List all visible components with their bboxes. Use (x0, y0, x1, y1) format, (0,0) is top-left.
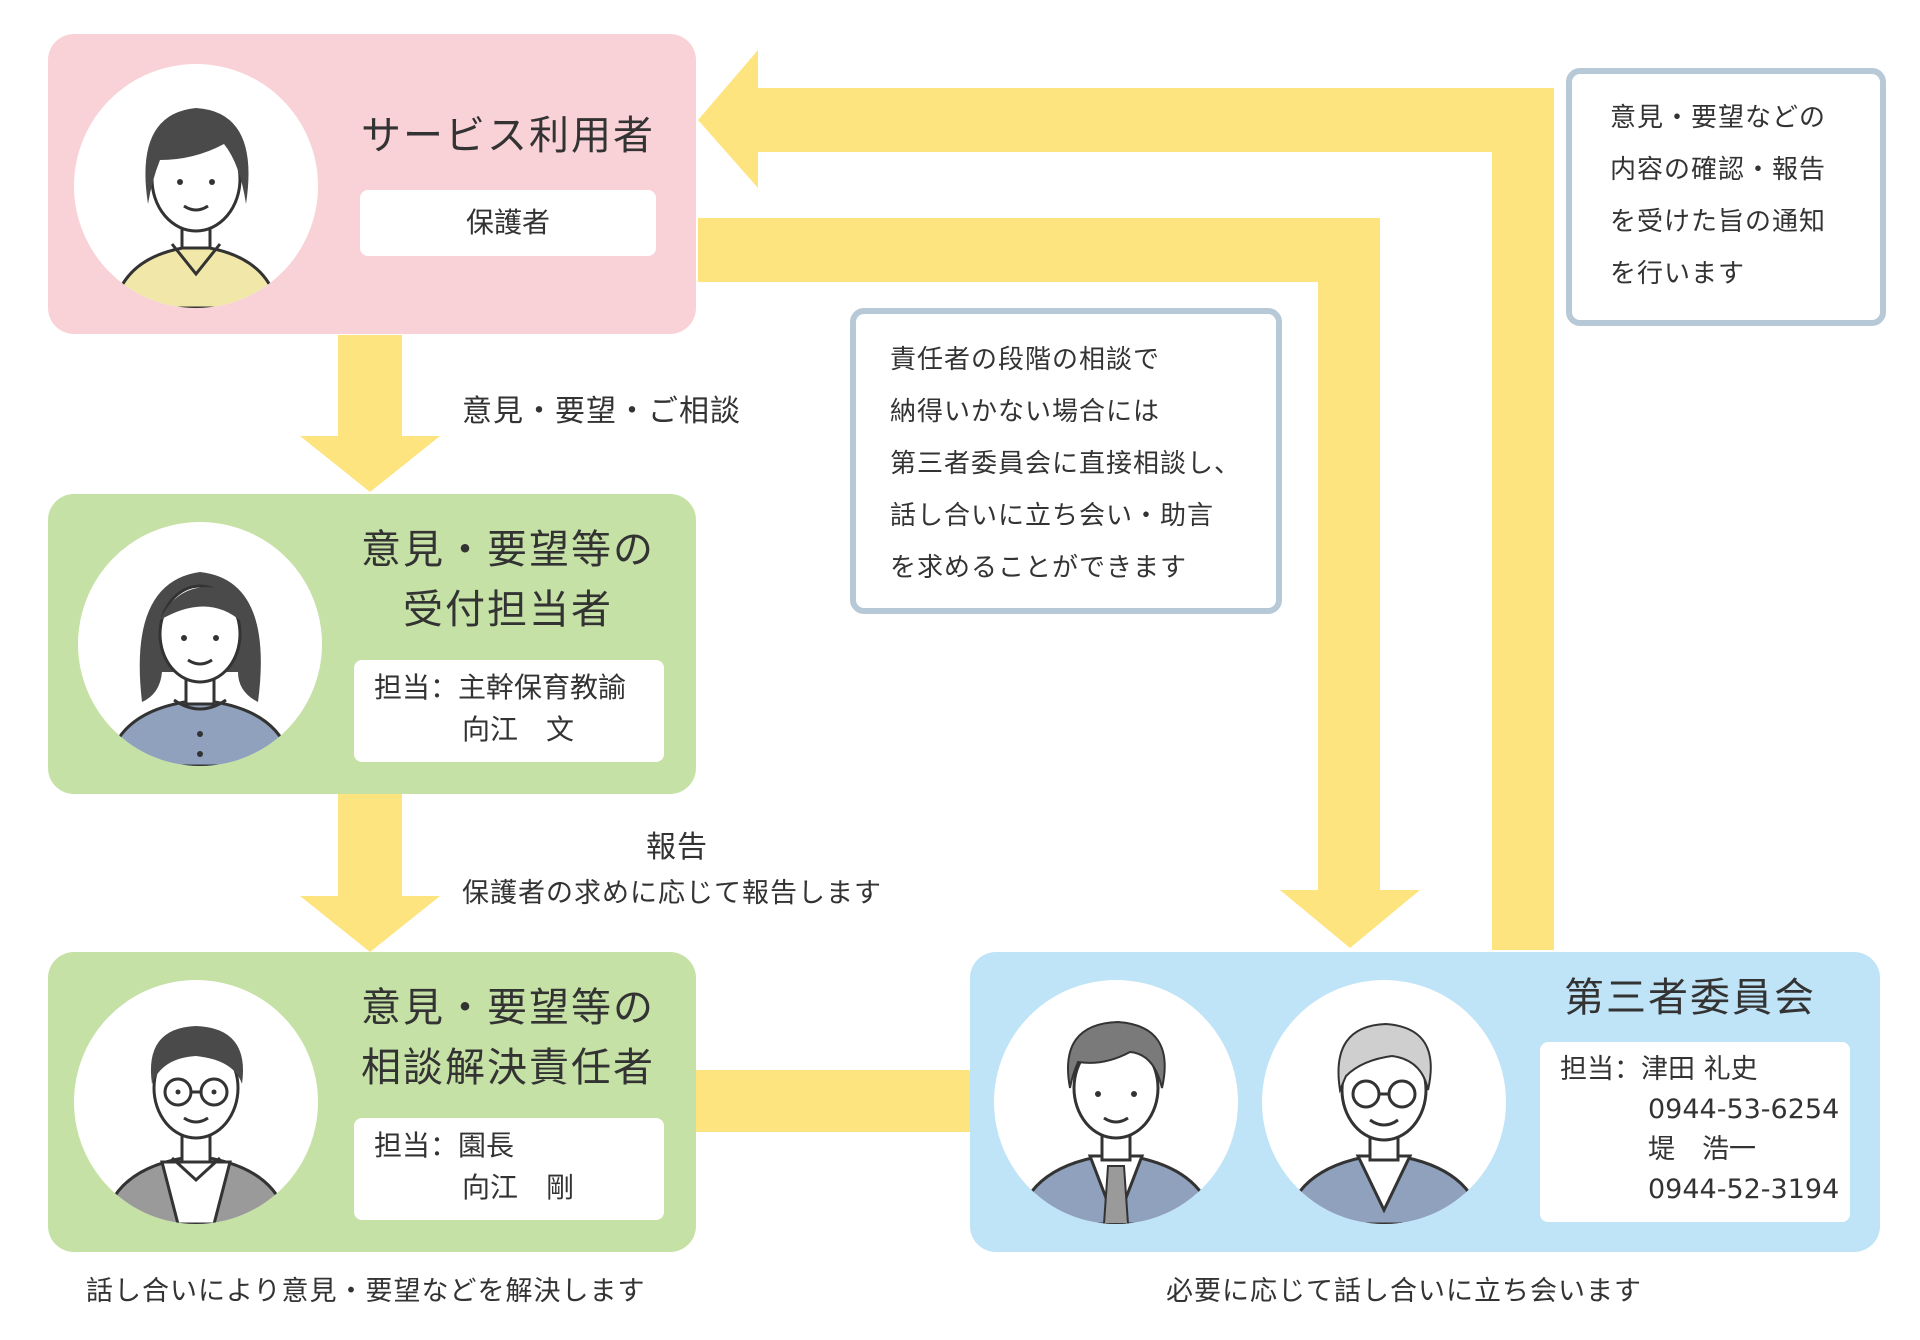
resolver-title-line2: 相談解決責任者 (361, 1045, 655, 1091)
committee-line1: 担当：津田 礼史 (1560, 1054, 1758, 1085)
service-user-title: サービス利用者 (361, 113, 655, 159)
arrow-reception-to-resolver (300, 794, 440, 952)
reception-label-box: 担当：主幹保育教諭 向江 文 (354, 660, 664, 762)
resolver-label-box: 担当：園長 向江 剛 (354, 1118, 664, 1220)
service-user-card: サービス利用者 保護者 (48, 34, 696, 334)
resolver-role: 担当：園長 (374, 1129, 515, 1162)
arrow-user-to-committee (698, 218, 1420, 948)
reception-title-line2: 受付担当者 (403, 587, 613, 633)
direct-consultation-note: 責任者の段階の相談で 納得いかない場合には 第三者委員会に直接相談し、 話し合い… (850, 308, 1282, 614)
service-user-label: 保護者 (465, 206, 550, 239)
note-center-line: を求めることができます (890, 553, 1188, 583)
older-man-glasses-avatar-icon (1262, 980, 1506, 1224)
young-man-avatar-icon (994, 980, 1238, 1224)
reception-name: 向江 文 (462, 713, 575, 746)
resolve-caption: 話し合いにより意見・要望などを解決します (86, 1276, 646, 1307)
note-center-line: 納得いかない場合には (890, 397, 1161, 427)
notification-note: 意見・要望などの 内容の確認・報告 を受けた旨の通知 を行います (1566, 68, 1886, 326)
note-right-line: を受けた旨の通知 (1610, 207, 1827, 237)
note-right-line: 意見・要望などの (1610, 103, 1827, 133)
reception-title-line1: 意見・要望等の (361, 527, 655, 573)
connector-resolver-committee (696, 1070, 970, 1132)
committee-caption: 必要に応じて話し合いに立ち会います (1166, 1276, 1642, 1307)
service-user-label-box: 保護者 (360, 190, 656, 256)
committee-title: 第三者委員会 (1564, 975, 1816, 1021)
woman-avatar-icon (74, 64, 318, 308)
reception-card: 意見・要望等の 受付担当者 担当：主幹保育教諭 向江 文 (48, 494, 696, 794)
note-center-line: 話し合いに立ち会い・助言 (890, 501, 1215, 531)
resolver-card: 意見・要望等の 相談解決責任者 担当：園長 向江 剛 (48, 952, 696, 1252)
report-title-label: 報告 (646, 830, 708, 865)
opinion-request-label: 意見・要望・ご相談 (462, 394, 741, 429)
arrow-committee-to-user (698, 50, 1554, 950)
note-right-line: を行います (1610, 259, 1746, 289)
committee-line4: 0944-52-3194 (1648, 1174, 1840, 1205)
resolver-title-line1: 意見・要望等の (361, 985, 655, 1031)
note-center-line: 第三者委員会に直接相談し、 (890, 449, 1242, 479)
arrow-user-to-reception (300, 335, 440, 492)
report-detail-label: 保護者の求めに応じて報告します (462, 878, 882, 909)
committee-card: 第三者委員会 担当：津田 礼史 0944-53-6254 堤 浩一 0944-5… (970, 952, 1880, 1252)
woman-avatar-icon (78, 522, 322, 766)
note-right-line: 内容の確認・報告 (1610, 155, 1827, 185)
committee-label-box: 担当：津田 礼史 0944-53-6254 堤 浩一 0944-52-3194 (1540, 1042, 1850, 1222)
note-center-line: 責任者の段階の相談で (890, 345, 1161, 375)
committee-line2: 0944-53-6254 (1648, 1094, 1840, 1125)
man-glasses-avatar-icon (74, 980, 318, 1224)
resolver-name: 向江 剛 (462, 1171, 575, 1204)
committee-line3: 堤 浩一 (1648, 1134, 1756, 1165)
reception-role: 担当：主幹保育教諭 (374, 671, 627, 704)
